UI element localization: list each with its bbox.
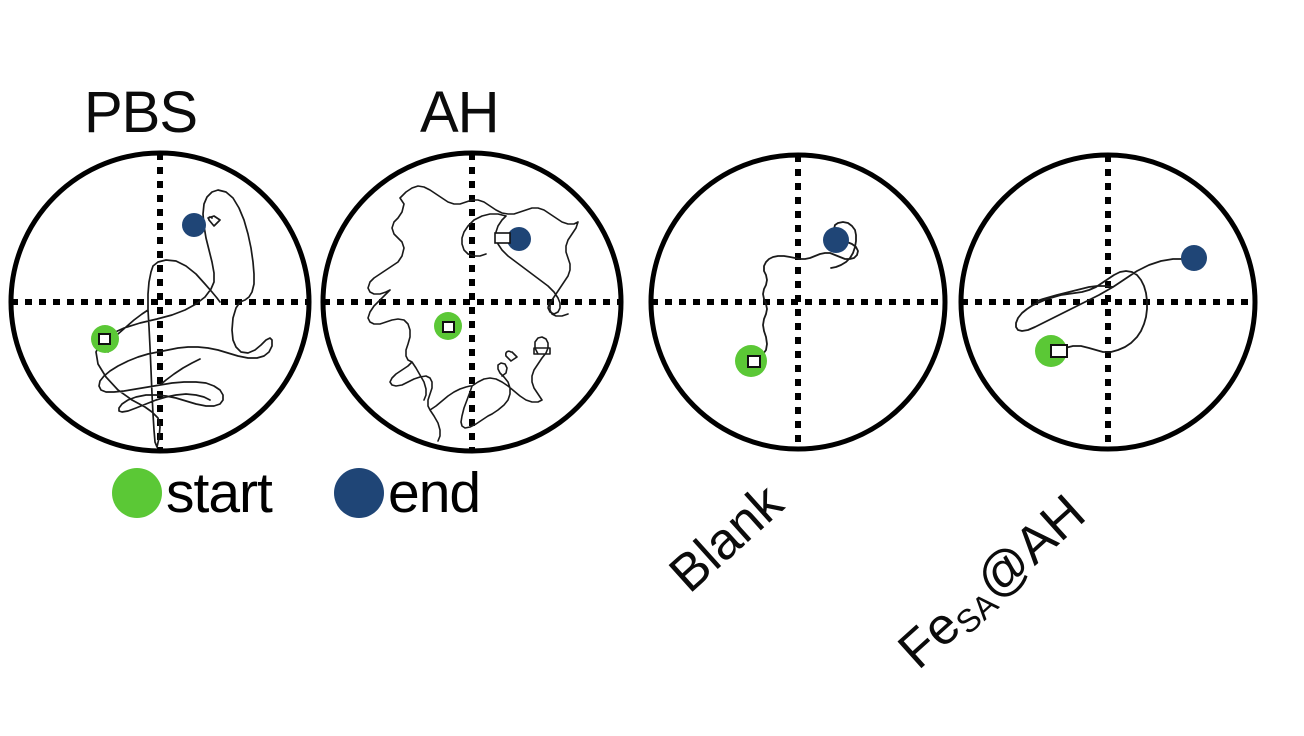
end-legend-dot (334, 468, 384, 518)
start-tracking-square (1050, 344, 1068, 358)
movement-trace (1015, 258, 1197, 353)
legend-label-end: end (388, 460, 481, 525)
arena-title-ah: AH (420, 80, 500, 145)
arena-ah-svg (320, 150, 624, 454)
arena-pbs (0, 142, 330, 462)
arena-label-blank: Blank (658, 473, 795, 604)
movement-trace (758, 221, 859, 357)
arena-blank (645, 147, 955, 459)
arena-fesa-svg (958, 152, 1258, 452)
end-marker (1181, 245, 1207, 271)
arena-title-pbs: PBS (84, 80, 198, 145)
end-marker (507, 227, 531, 251)
legend-item-end: end (334, 458, 481, 528)
arena-blank-svg (648, 152, 948, 452)
legend-item-start: start (112, 458, 273, 528)
arena-fesa-at-ah (955, 147, 1265, 459)
start-legend-dot (112, 468, 162, 518)
end-marker (182, 213, 206, 237)
start-tracking-square (747, 355, 761, 368)
end-tracking-square (494, 232, 511, 244)
legend-label-start: start (166, 460, 273, 525)
arena-pbs-svg (8, 150, 312, 454)
legend: start end (112, 458, 552, 528)
movement-trace (367, 185, 579, 442)
start-tracking-square (98, 333, 111, 345)
end-marker (823, 227, 849, 253)
arena-label-fesa-at-ah: FeSA@AH (887, 484, 1096, 680)
arena-ah (312, 142, 642, 462)
start-tracking-square (442, 321, 455, 333)
